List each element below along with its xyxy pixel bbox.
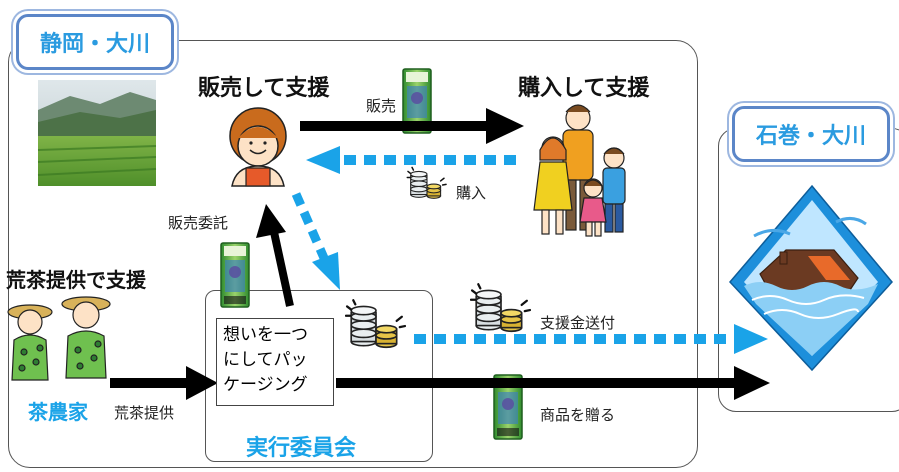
purchase-arrow — [306, 146, 516, 174]
sell-support-heading: 販売して支援 — [198, 76, 330, 101]
flooded-house-icon — [728, 184, 893, 372]
sales-label: 販売 — [366, 97, 397, 115]
sales-arrow — [300, 108, 524, 144]
consignment-arrow — [256, 204, 294, 307]
consignment-label: 販売委託 — [168, 214, 229, 232]
support-money-label: 支援金送付 — [540, 314, 616, 332]
family-icon — [533, 104, 626, 237]
packaging-line: にしてパッ — [223, 350, 308, 370]
purchase-label: 購入 — [456, 184, 487, 202]
gift-arrow — [336, 366, 770, 400]
tea-package-icon — [220, 242, 250, 308]
origin-region-label: 静岡・大川 — [16, 14, 174, 70]
packaging-box: 想いを一つ にしてパッ ケージング — [216, 318, 334, 406]
destination-region-label: 石巻・大川 — [732, 106, 890, 162]
raw-tea-provision-label: 荒茶提供 — [114, 404, 175, 422]
seller-icon — [229, 107, 287, 187]
coins-icon — [406, 166, 447, 200]
tea-farmers-label: 茶農家 — [28, 400, 88, 424]
coins-icon — [470, 283, 532, 333]
packaging-line: ケージング — [223, 375, 308, 395]
gift-products-label: 商品を贈る — [540, 406, 616, 424]
raw-tea-arrow — [110, 366, 218, 400]
funds-to-committee-arrow — [291, 192, 340, 290]
tea-field-photo — [37, 80, 157, 186]
farmer-icon — [7, 296, 111, 381]
packaging-line: 想いを一つ — [223, 325, 308, 345]
committee-label: 実行委員会 — [246, 436, 357, 461]
buy-support-heading: 購入して支援 — [518, 76, 650, 101]
coins-icon — [345, 299, 407, 349]
raw-tea-support-heading: 荒茶提供で支援 — [6, 268, 146, 292]
support-money-arrow — [414, 324, 768, 354]
